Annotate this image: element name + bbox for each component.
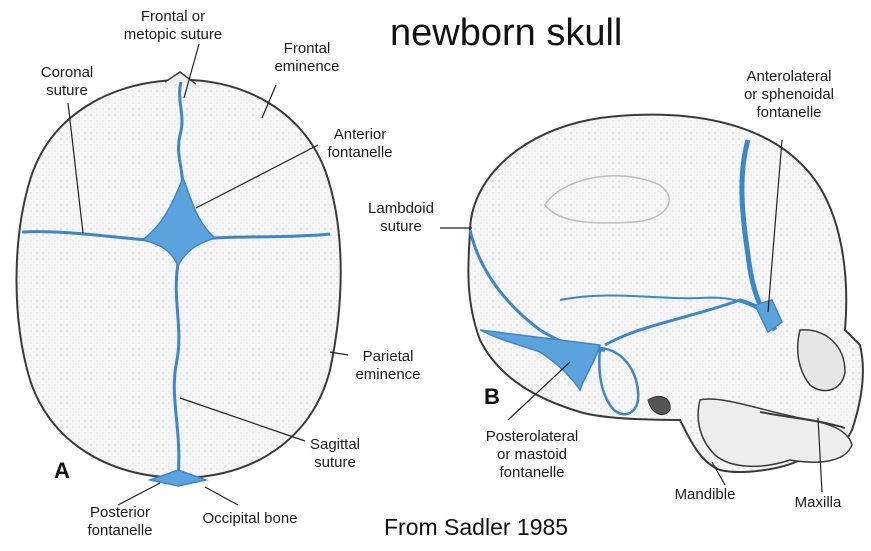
label-anterior-fontanelle-line1: Anterior [305, 126, 415, 144]
label-posterolateral-fontanelle-line2: or mastoid [472, 446, 592, 464]
label-coronal-suture: Coronal suture [22, 64, 112, 100]
label-sagittal-suture: Sagittal suture [290, 436, 380, 472]
panel-a-letter: A [54, 458, 70, 484]
label-coronal-suture-line2: suture [22, 82, 112, 100]
label-frontal-eminence-line2: eminence [252, 58, 362, 76]
label-anterolateral-fontanelle-line2: or sphenoidal [724, 86, 854, 104]
label-frontal-suture-line1: Frontal or [108, 8, 238, 26]
label-posterior-fontanelle-line1: Posterior [70, 504, 170, 522]
label-mandible: Mandible [660, 486, 750, 504]
label-posterolateral-fontanelle: Posterolateral or mastoid fontanelle [472, 428, 592, 482]
label-posterolateral-fontanelle-line3: fontanelle [472, 464, 592, 482]
leader-posterior-fontanelle [118, 483, 160, 505]
label-frontal-eminence: Frontal eminence [252, 40, 362, 76]
label-posterior-fontanelle: Posterior fontanelle [70, 504, 170, 540]
label-frontal-eminence-line1: Frontal [252, 40, 362, 58]
label-parietal-eminence-line1: Parietal [338, 348, 438, 366]
label-anterolateral-fontanelle-line1: Anterolateral [724, 68, 854, 86]
label-anterior-fontanelle: Anterior fontanelle [305, 126, 415, 162]
label-frontal-suture: Frontal or metopic suture [108, 8, 238, 44]
label-lambdoid-suture: Lambdoid suture [356, 200, 446, 236]
label-maxilla-line1: Maxilla [778, 494, 858, 512]
label-occipital-bone: Occipital bone [180, 510, 320, 528]
label-parietal-eminence: Parietal eminence [338, 348, 438, 384]
label-anterior-fontanelle-line2: fontanelle [305, 144, 415, 162]
label-parietal-eminence-line2: eminence [338, 366, 438, 384]
label-maxilla: Maxilla [778, 494, 858, 512]
label-frontal-suture-line2: metopic suture [108, 26, 238, 44]
leader-occipital-bone [205, 487, 238, 505]
label-sagittal-suture-line2: suture [290, 454, 380, 472]
label-mandible-line1: Mandible [660, 486, 750, 504]
page-title: newborn skull [390, 12, 622, 55]
label-lambdoid-suture-line2: suture [356, 218, 446, 236]
source-credit: From Sadler 1985 [384, 514, 568, 541]
label-anterolateral-fontanelle: Anterolateral or sphenoidal fontanelle [724, 68, 854, 122]
label-posterior-fontanelle-line2: fontanelle [70, 522, 170, 540]
label-sagittal-suture-line1: Sagittal [290, 436, 380, 454]
label-occipital-bone-line1: Occipital bone [180, 510, 320, 528]
panel-b-letter: B [484, 384, 500, 410]
label-coronal-suture-line1: Coronal [22, 64, 112, 82]
label-anterolateral-fontanelle-line3: fontanelle [724, 104, 854, 122]
label-posterolateral-fontanelle-line1: Posterolateral [472, 428, 592, 446]
label-lambdoid-suture-line1: Lambdoid [356, 200, 446, 218]
